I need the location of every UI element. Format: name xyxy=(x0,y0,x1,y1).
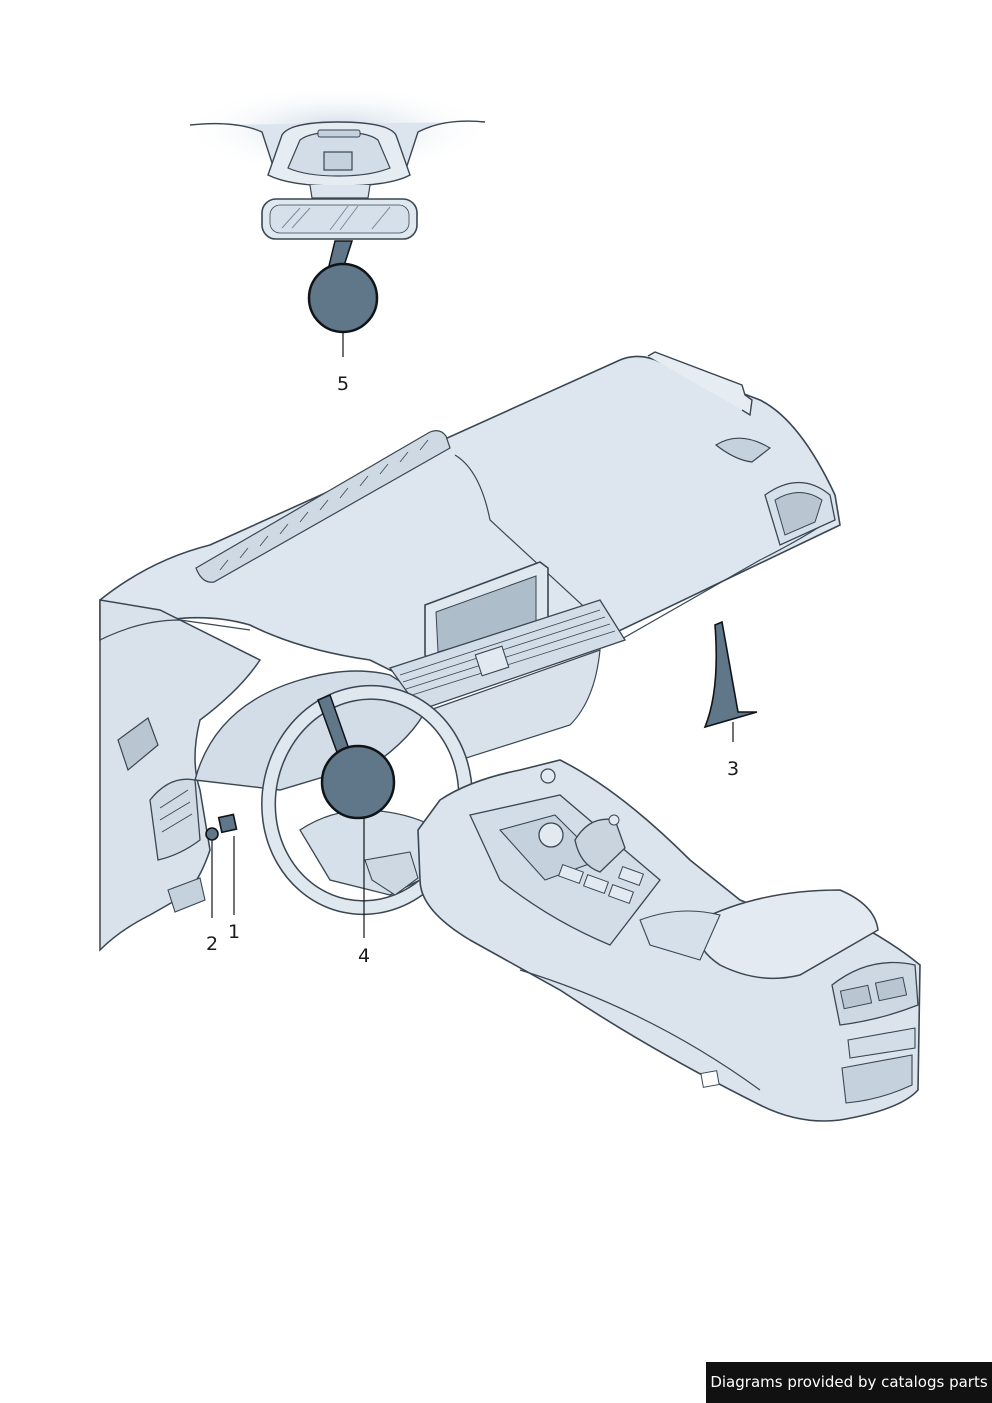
left-vent xyxy=(149,778,201,861)
part-marker-4 xyxy=(320,744,396,820)
dash-top xyxy=(99,355,841,691)
armrest xyxy=(696,889,879,980)
gear-selector xyxy=(574,818,626,873)
diagram-credit-banner: Diagrams provided by catalogs parts xyxy=(706,1362,992,1403)
mirror-inset xyxy=(183,85,493,357)
callout-4: 4 xyxy=(358,945,370,967)
steering-wheel xyxy=(261,684,473,916)
part-marker-3 xyxy=(703,620,758,729)
dashboard-assembly xyxy=(99,351,921,1122)
callout-3: 3 xyxy=(727,758,739,780)
callout-1: 1 xyxy=(228,921,240,943)
part-marker-2 xyxy=(205,827,219,841)
part-marker-1 xyxy=(217,813,238,834)
callout-5: 5 xyxy=(337,373,349,395)
callout-2: 2 xyxy=(206,933,218,955)
part-marker-5 xyxy=(307,262,379,334)
